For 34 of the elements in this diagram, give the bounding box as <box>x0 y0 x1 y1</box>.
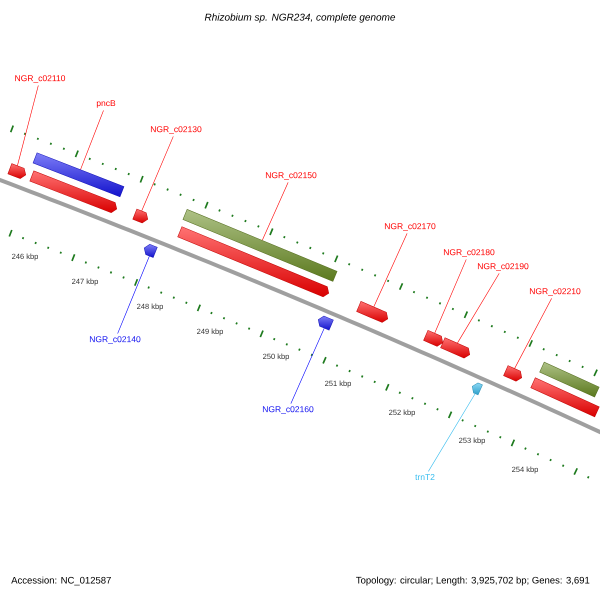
gene-label: NGR_c02210 <box>530 288 580 296</box>
leader-line <box>141 136 174 212</box>
leader-line <box>514 298 552 369</box>
leader-line <box>17 85 39 166</box>
leader-line <box>374 233 408 307</box>
leader-line <box>117 256 150 334</box>
gene-label: NGR_c02130 <box>150 126 202 134</box>
gene-feature <box>144 244 158 258</box>
gene-label: NGR_c02160 <box>262 406 314 414</box>
leader-line <box>262 182 288 240</box>
gene-feature <box>8 163 26 179</box>
leader-line <box>428 394 476 472</box>
gene-label: NGR_c02140 <box>90 336 140 344</box>
genome-stats-text: Topology: circular; Length: 3,925,702 bp; Genes: 3,691 <box>356 576 590 586</box>
gene-label: NGR_c02110 <box>15 75 66 83</box>
gene-feature <box>503 365 522 382</box>
gene-label: NGR_c02180 <box>444 249 494 257</box>
gene-feature <box>440 337 470 358</box>
leader-line <box>80 110 104 170</box>
gene-label: pncB <box>96 100 116 108</box>
gene-label: NGR_c02170 <box>384 223 436 231</box>
gene-feature <box>472 382 483 396</box>
gene-feature <box>132 208 148 224</box>
leader-line <box>457 273 500 344</box>
leader-line <box>434 259 467 334</box>
gene-label: NGR_c02150 <box>266 172 316 180</box>
gene-feature <box>356 301 388 323</box>
gene-feature <box>318 316 334 330</box>
leader-line <box>290 328 324 404</box>
accession-text: Accession: NC_012587 <box>11 576 111 586</box>
gene-label: trnT2 <box>415 474 434 480</box>
gene-label: NGR_c02190 <box>478 263 528 271</box>
title: Rhizobium sp. NGR234, complete genome <box>204 13 396 23</box>
gene-feature <box>423 330 444 347</box>
